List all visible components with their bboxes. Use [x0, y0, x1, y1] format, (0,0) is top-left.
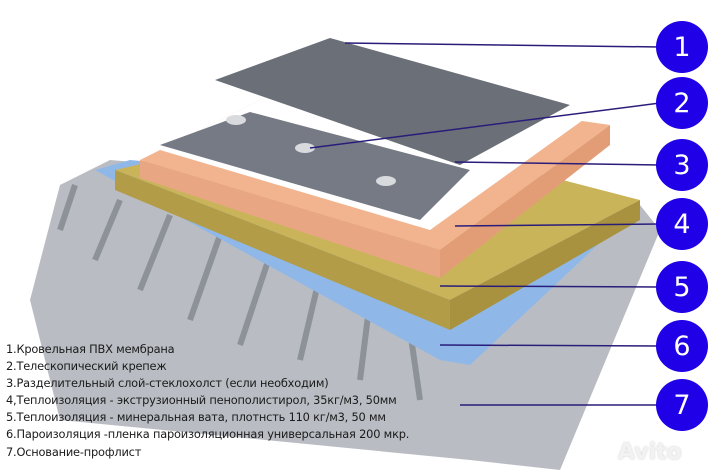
legend-item: 6.Пароизоляция -пленка пароизоляционная …	[6, 427, 410, 442]
badge-2: 2	[656, 77, 708, 129]
legend-item: 7.Основание-профлист	[6, 444, 142, 459]
avito-watermark: Avito	[618, 440, 682, 465]
badge-4: 4	[656, 198, 708, 250]
deck-ribs	[57, 184, 423, 401]
badge-5: 5	[656, 261, 708, 313]
telescopic-fasteners	[226, 115, 396, 186]
badge-3: 3	[656, 139, 708, 191]
pvc-membrane	[215, 38, 570, 165]
badge-1: 1	[656, 21, 708, 73]
legend-item: 1.Кровельная ПВХ мембрана	[6, 342, 175, 356]
legend-item: 2.Телескопический крепеж	[6, 359, 167, 374]
layer-legend: 1.Кровельная ПВХ мембрана 2.Телескопичес…	[6, 341, 409, 461]
legend-item: 4,Теплоизоляция - экструзионный пенополи…	[6, 393, 397, 408]
legend-item: 3.Разделительный слой-стеклохолст (если …	[6, 376, 329, 391]
leader-lines	[309, 42, 661, 406]
badge-7: 7	[656, 379, 708, 431]
legend-item: 5.Теплоизоляция - минеральная вата, плот…	[6, 410, 386, 425]
mineral-wool-edge	[450, 200, 640, 330]
badge-6: 6	[656, 320, 708, 372]
